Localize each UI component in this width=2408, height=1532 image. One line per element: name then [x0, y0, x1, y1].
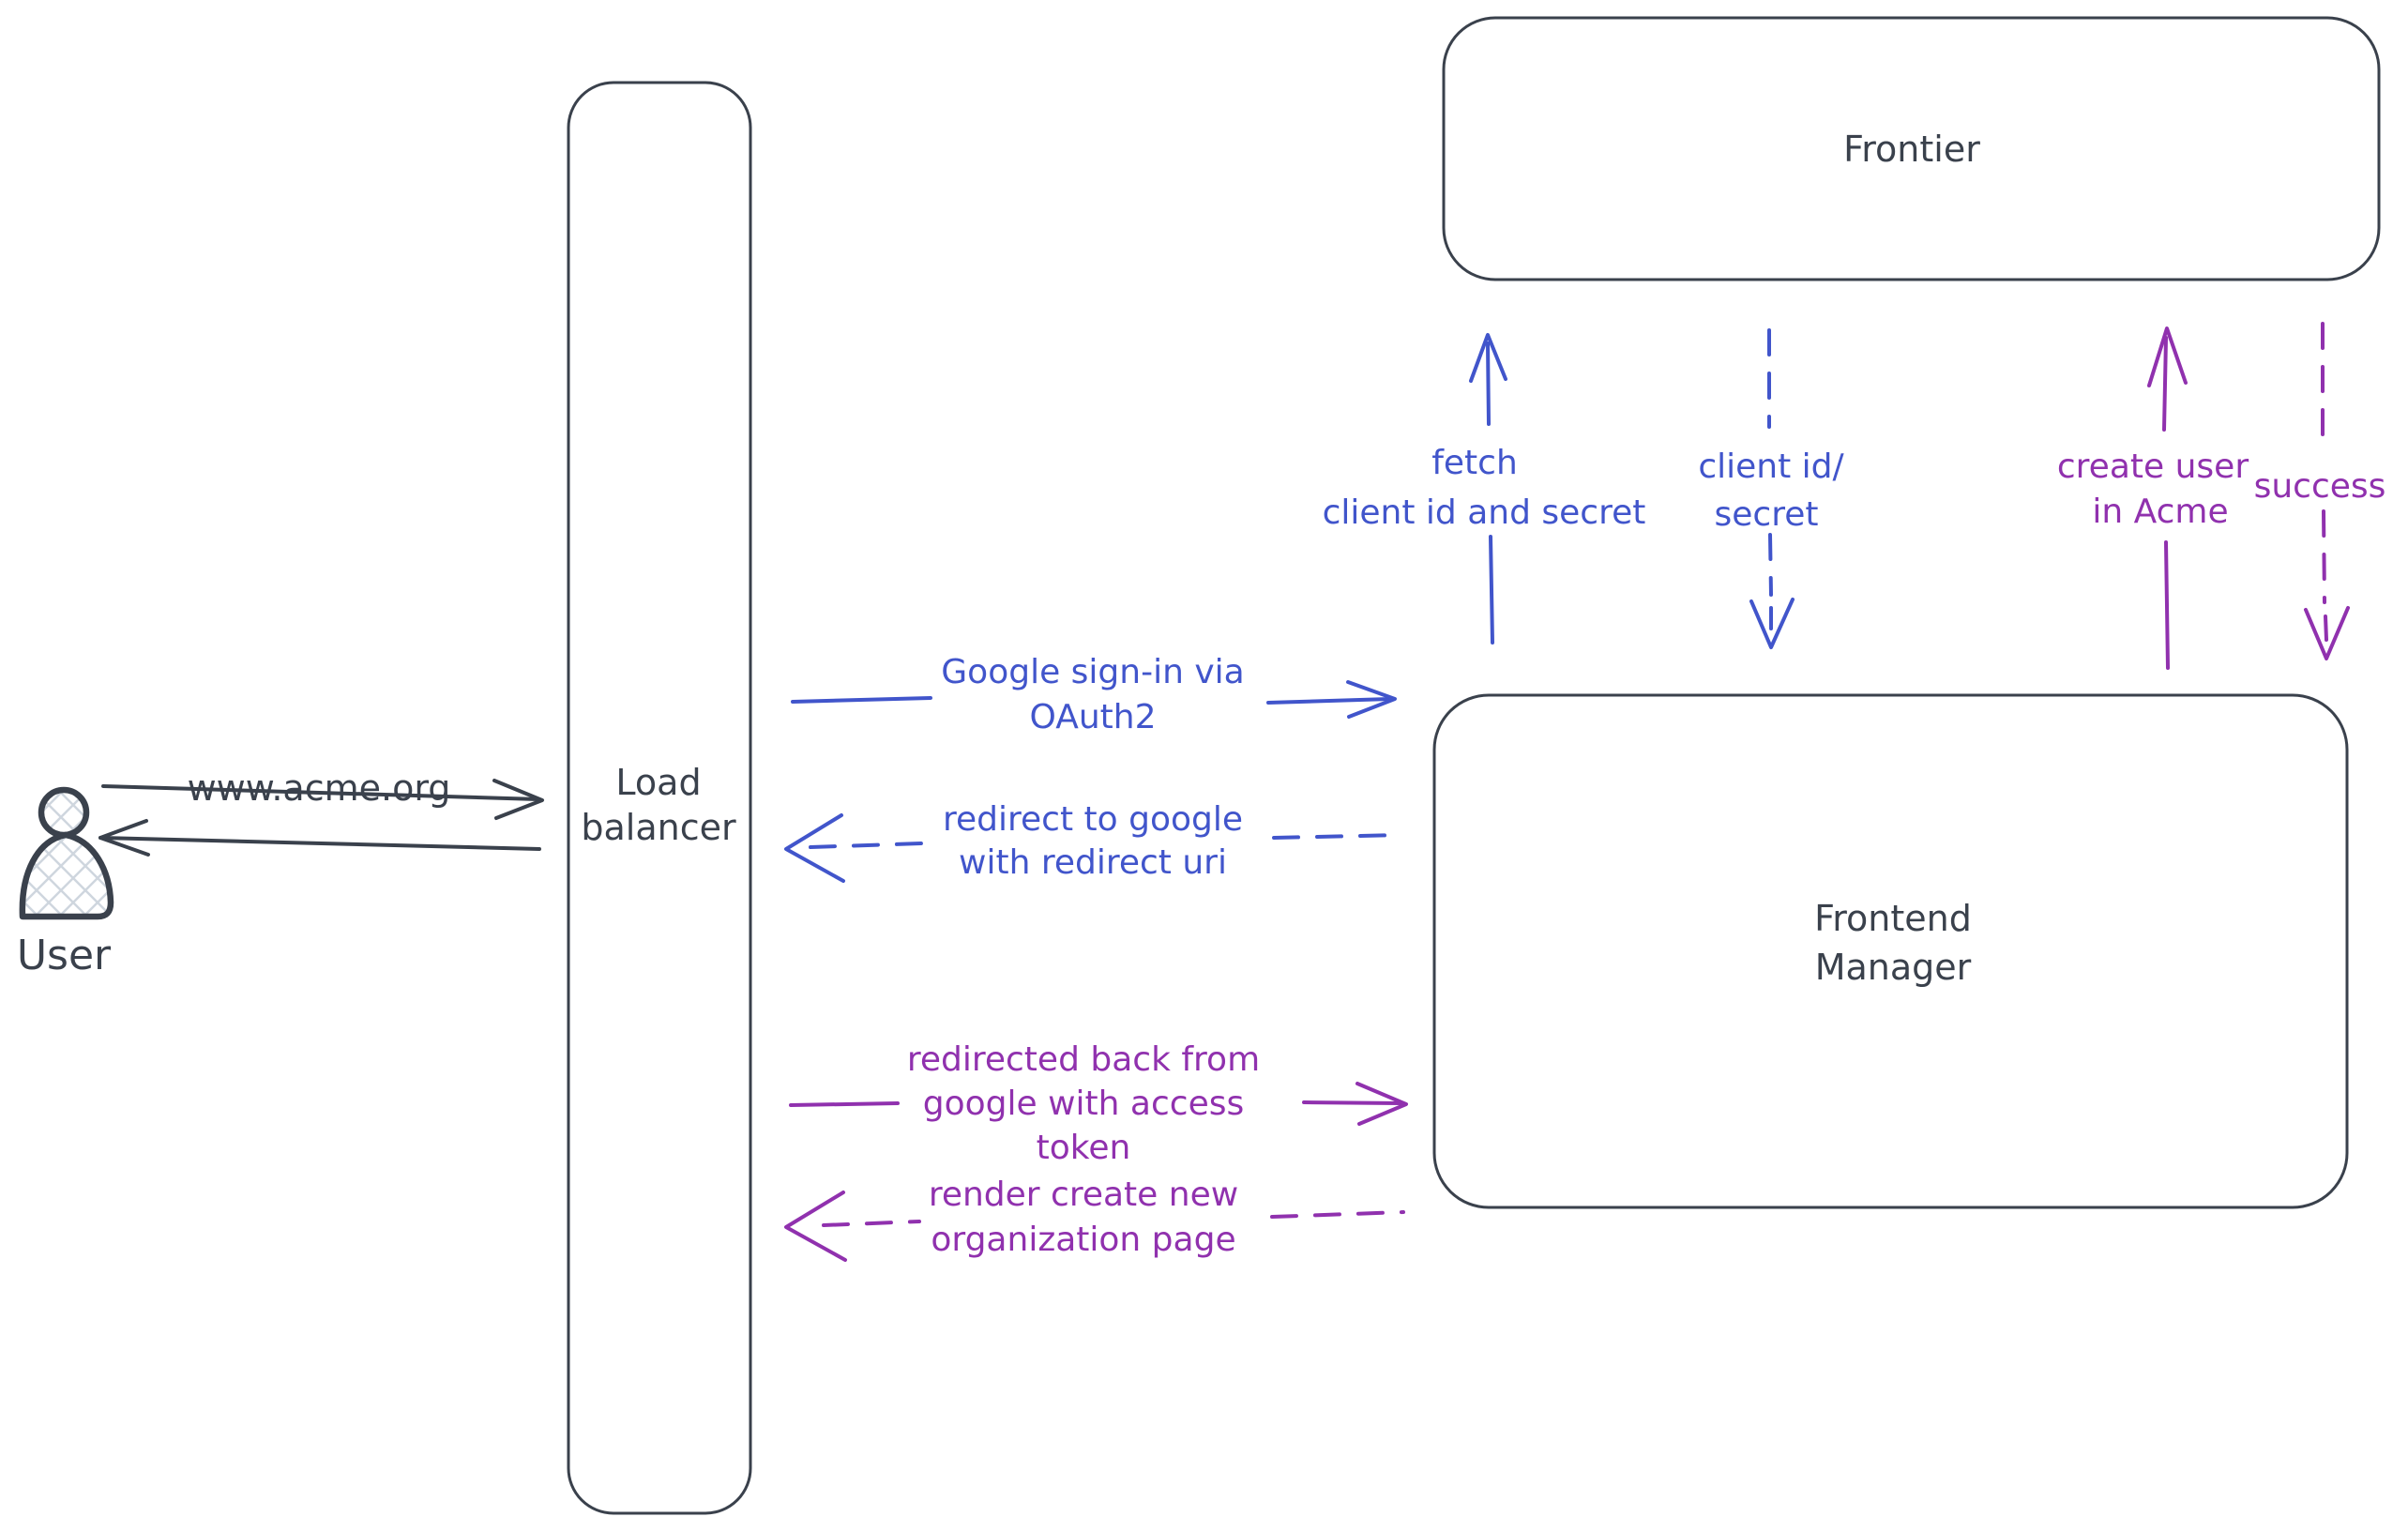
google-signin-line-left	[791, 696, 932, 704]
acme-request-label: www.acme.org	[188, 767, 451, 809]
success-label: success	[2254, 467, 2386, 506]
google-signin-arrowhead	[1346, 680, 1397, 719]
success-inner-dash	[2324, 614, 2328, 642]
edge-redirected-back[interactable]: redirected back from google with access …	[789, 1040, 1408, 1167]
user-head	[38, 786, 90, 839]
edge-fetch-client[interactable]: fetch client id and secret	[1323, 333, 1646, 645]
fetch-client-line-bottom	[1489, 535, 1494, 645]
redirect-google-line-left	[809, 842, 924, 849]
node-frontier[interactable]: Frontier	[1442, 16, 2381, 281]
redirect-google-arrowhead	[784, 813, 845, 883]
load-balancer-label-line2: balancer	[581, 807, 736, 848]
edge-google-signin[interactable]: Google sign-in via OAuth2	[791, 653, 1397, 736]
redirected-back-arrowhead	[1355, 1082, 1408, 1126]
redirected-back-line-left	[789, 1101, 900, 1107]
create-user-label-line1: create user	[2057, 447, 2249, 486]
redirected-back-line-right	[1302, 1100, 1403, 1105]
user-body	[19, 831, 114, 920]
fetch-client-arrowhead	[1469, 333, 1507, 383]
edge-acme-response[interactable]	[98, 819, 541, 857]
fetch-client-label-line2: client id and secret	[1323, 493, 1646, 532]
node-frontend-manager[interactable]: Frontend Manager	[1432, 693, 2349, 1209]
redirected-back-label-line1: redirected back from	[907, 1040, 1260, 1079]
frontend-manager-box	[1432, 693, 2349, 1209]
client-id-secret-arrowhead	[1749, 598, 1795, 649]
edge-success[interactable]: success	[2254, 322, 2386, 660]
acme-request-line	[101, 784, 540, 801]
render-page-line-left	[822, 1220, 921, 1227]
frontend-manager-label-line1: Frontend	[1814, 898, 1972, 939]
frontier-label: Frontier	[1843, 129, 1980, 170]
create-user-line-bottom	[2164, 540, 2170, 670]
render-page-label-line2: organization page	[931, 1221, 1235, 1259]
edge-acme-request[interactable]: www.acme.org	[101, 767, 544, 820]
edge-render-page[interactable]: render create new organization page	[784, 1176, 1405, 1262]
edge-create-user[interactable]: create user in Acme	[2057, 326, 2249, 670]
acme-response-line	[98, 836, 541, 851]
node-load-balancer[interactable]: Load balancer	[567, 81, 752, 1515]
render-page-arrowhead	[784, 1191, 847, 1262]
google-signin-label-line2: OAuth2	[1030, 698, 1157, 736]
create-user-label-line2: in Acme	[2092, 493, 2228, 531]
fetch-client-line-top	[1486, 341, 1491, 426]
edge-client-id-secret[interactable]: client id/ secret	[1698, 328, 1845, 649]
redirect-google-label-line1: redirect to google	[943, 800, 1243, 839]
user-actor-icon	[19, 786, 114, 920]
client-id-secret-label-line1: client id/	[1698, 447, 1844, 486]
fetch-client-label-line1: fetch	[1431, 444, 1518, 482]
success-arrowhead	[2304, 606, 2350, 660]
redirected-back-label-line2: google with access	[923, 1085, 1244, 1123]
redirect-google-label-line2: with redirect uri	[959, 843, 1227, 882]
success-line-bottom	[2322, 509, 2326, 604]
render-page-line-right	[1270, 1210, 1405, 1219]
google-signin-label-line1: Google sign-in via	[941, 653, 1244, 691]
create-user-arrowhead	[2147, 326, 2188, 387]
load-balancer-label-line1: Load	[615, 762, 701, 803]
create-user-line-top	[2162, 336, 2168, 432]
render-page-label-line1: render create new	[929, 1176, 1238, 1214]
user-label: User	[17, 932, 112, 979]
actor-user[interactable]: User	[17, 786, 114, 979]
client-id-secret-label-line2: secret	[1715, 495, 1819, 534]
load-balancer-box	[567, 81, 752, 1515]
google-signin-line-right	[1266, 697, 1392, 705]
acme-request-arrowhead	[492, 779, 544, 820]
frontend-manager-label-line2: Manager	[1815, 947, 1972, 988]
acme-response-arrowhead	[98, 819, 150, 857]
redirected-back-label-line3: token	[1037, 1129, 1131, 1167]
frontier-box	[1442, 16, 2381, 281]
redirect-google-line-right	[1272, 833, 1403, 840]
edge-redirect-google[interactable]: redirect to google with redirect uri	[784, 800, 1403, 883]
client-id-secret-line-bottom	[1768, 533, 1773, 597]
